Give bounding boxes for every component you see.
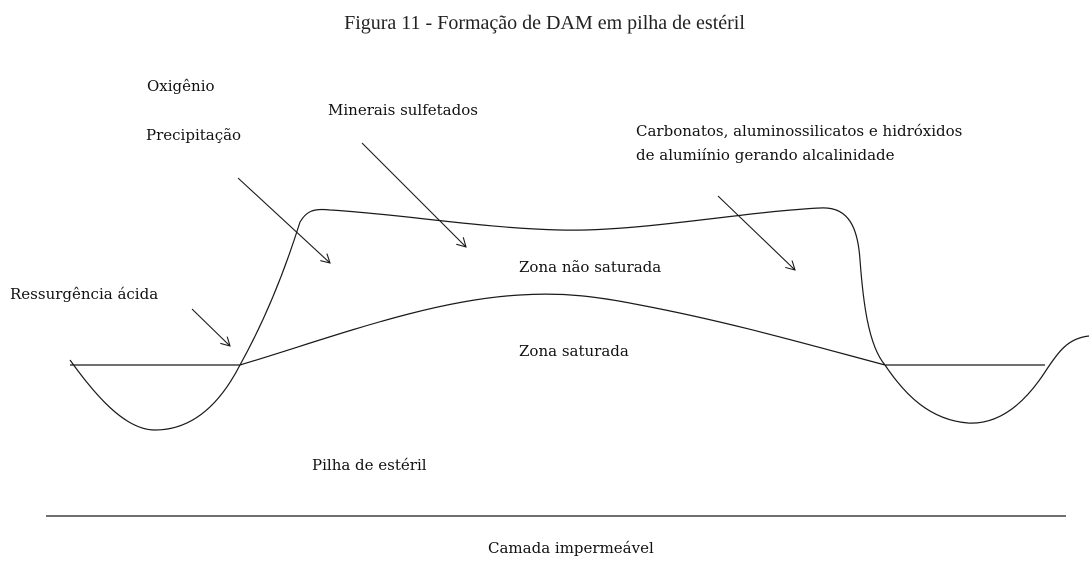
figure-title: Figura 11 - Formação de DAM em pilha de … [344, 12, 745, 34]
precipitation-arrow [237, 177, 330, 263]
label-precipitation: Precipitação [146, 126, 241, 144]
label-carbonates-line1: Carbonatos, aluminossilicatos e hidróxid… [636, 122, 962, 140]
sulfide-minerals-arrow [361, 142, 466, 247]
label-acid-seep: Ressurgência ácida [10, 285, 158, 303]
label-sulfide-minerals: Minerais sulfetados [328, 101, 478, 119]
label-unsaturated-zone: Zona não saturada [519, 258, 661, 276]
label-waste-pile: Pilha de estéril [312, 456, 427, 474]
right-depression-curve [884, 335, 1089, 424]
pile-surface-outline [239, 207, 886, 366]
label-impermeable-layer: Camada impermeável [488, 539, 654, 557]
label-saturated-zone: Zona saturada [519, 342, 629, 360]
label-carbonates-line2: de alumiínio gerando alcalinidade [636, 146, 895, 164]
left-depression-curve [69, 359, 241, 431]
acid-seep-arrow [191, 308, 230, 346]
label-oxygen: Oxigênio [147, 77, 215, 95]
saturation-line [239, 293, 886, 366]
alkalinity-arrow [717, 195, 795, 270]
